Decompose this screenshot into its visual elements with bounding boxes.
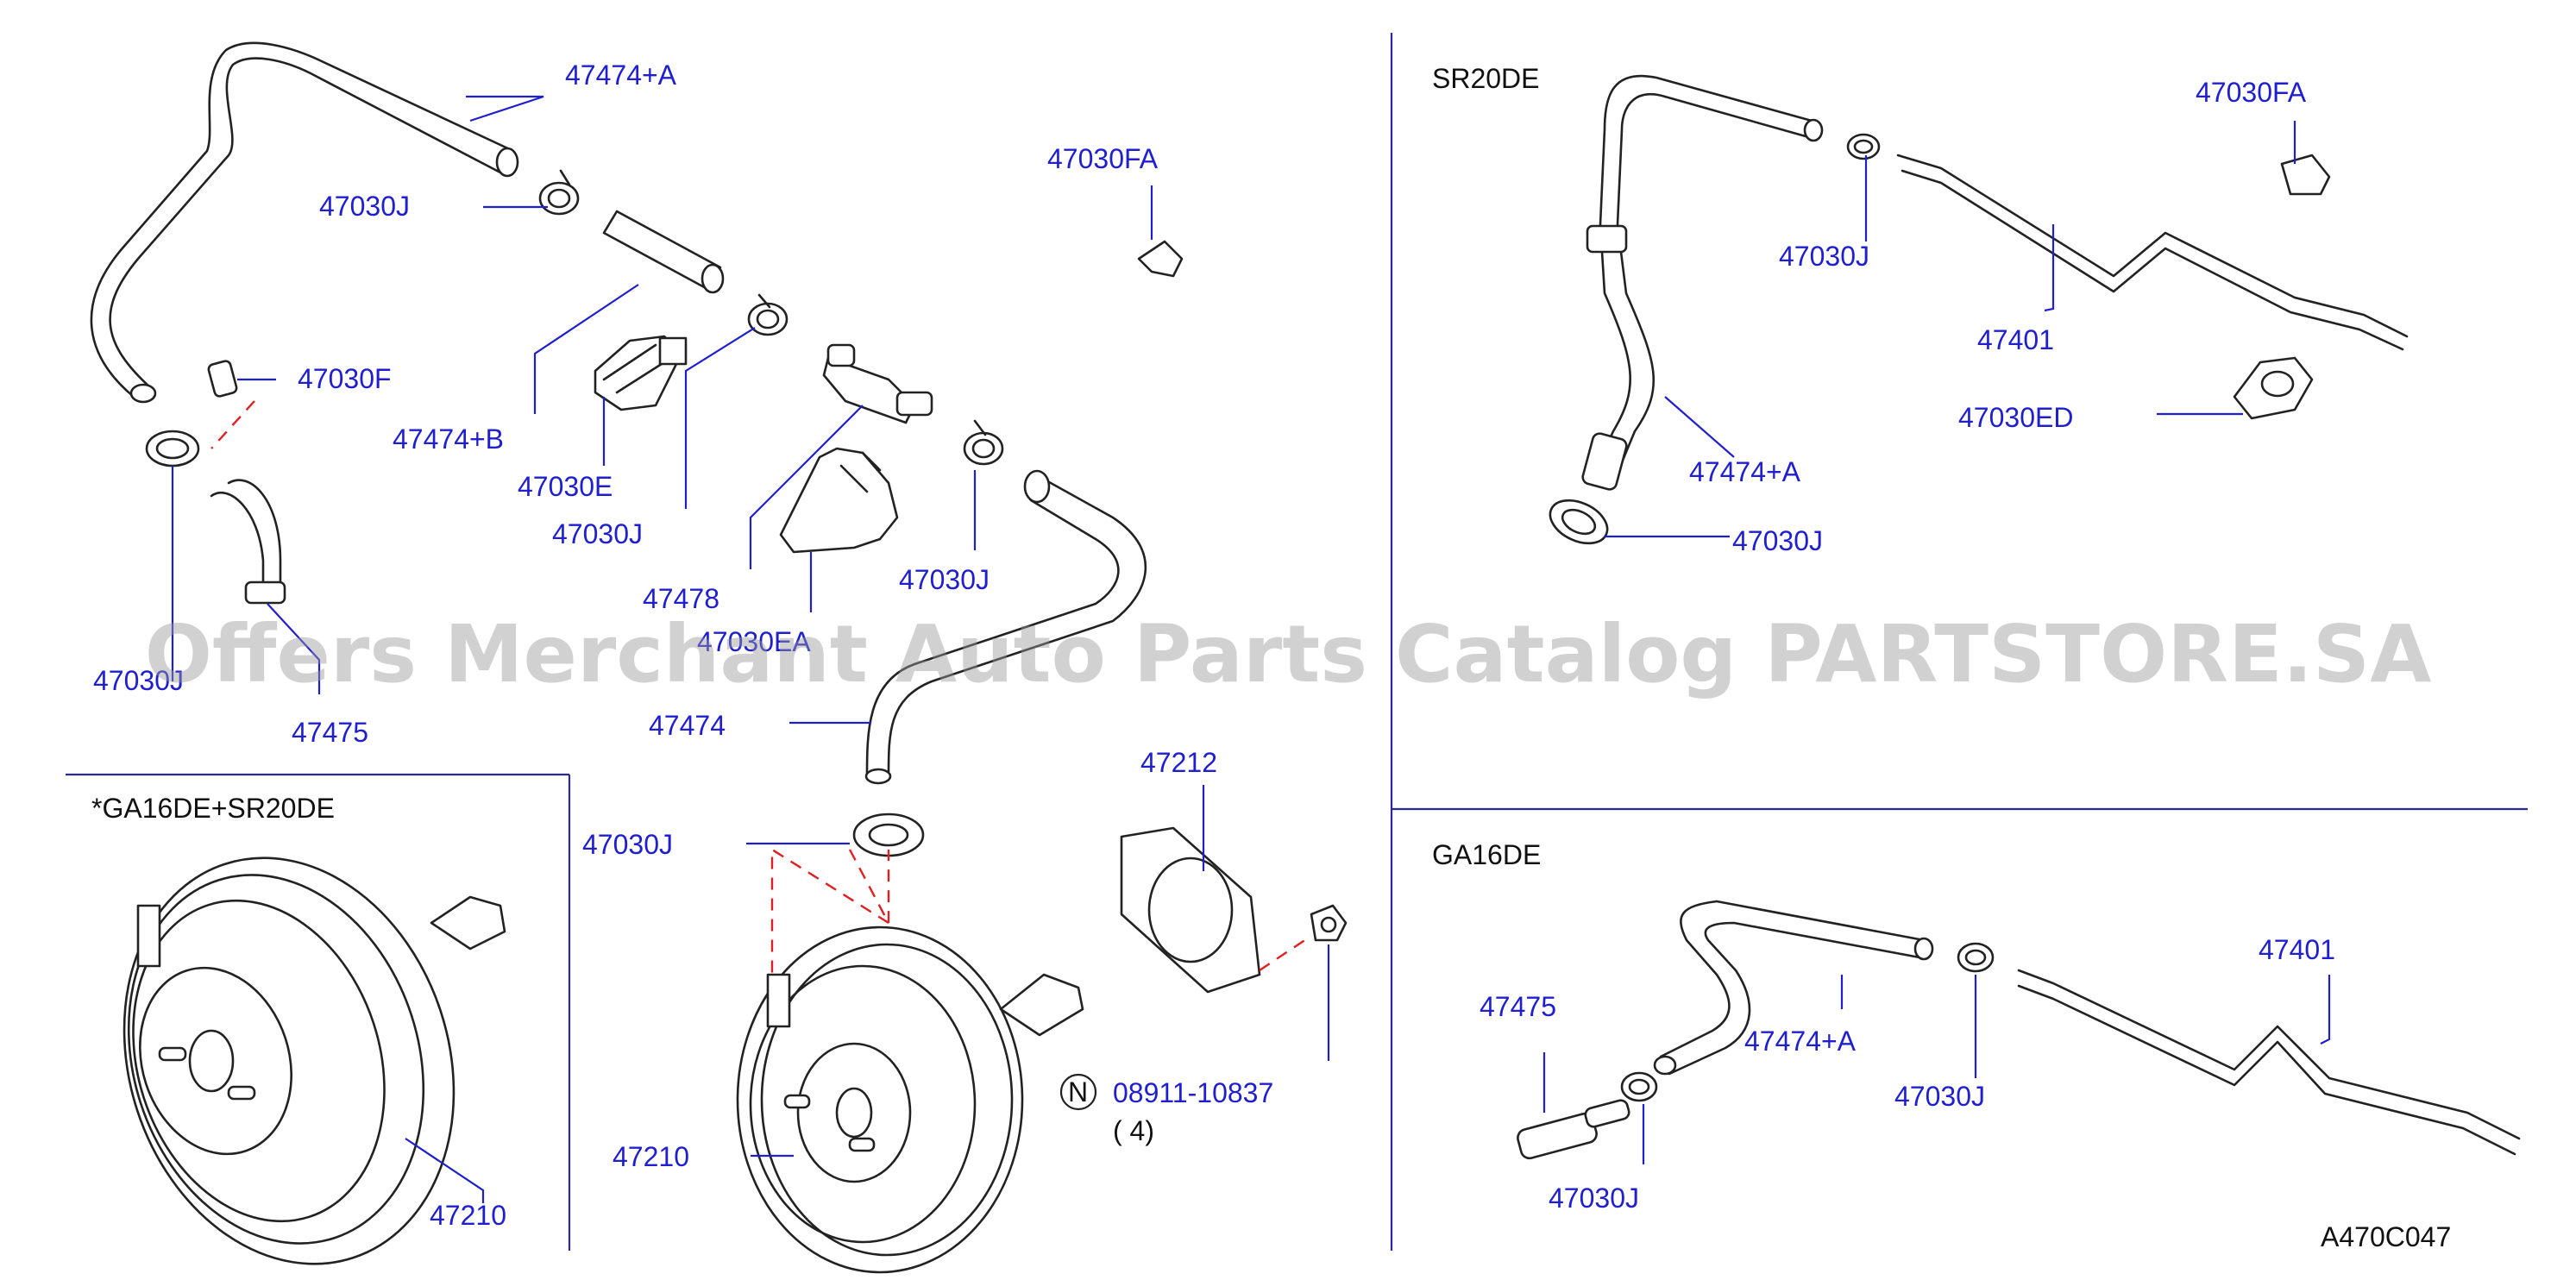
connector-tube-47474-b xyxy=(602,210,725,294)
label-08911-10837[interactable]: 08911-10837 xyxy=(1113,1077,1273,1108)
leaders-left-bottom xyxy=(405,1138,485,1203)
label-47030j[interactable]: 47030J xyxy=(1779,241,1869,272)
nut-08911-10837 xyxy=(1310,904,1348,942)
elbow-47475 xyxy=(210,479,286,605)
label-47210[interactable]: 47210 xyxy=(430,1200,506,1231)
leaders-sr20de xyxy=(1605,121,2296,538)
section-titles: SR20DE GA16DE *GA16DE+SR20DE xyxy=(91,63,1541,870)
valve-47478 xyxy=(822,343,933,424)
bracket-47030ea xyxy=(779,447,899,554)
leaders-mid-bottom xyxy=(746,785,1330,1158)
label-47474-b[interactable]: 47474+B xyxy=(393,424,504,455)
label-47030ed[interactable]: 47030ED xyxy=(1958,402,2073,433)
note-symbol-circle xyxy=(1059,1073,1097,1111)
clamp-47030j-sr-bottom xyxy=(1549,499,1609,545)
label-47478[interactable]: 47478 xyxy=(643,583,719,614)
label-47475[interactable]: 47475 xyxy=(1480,991,1556,1022)
grommet-47030fa xyxy=(1137,240,1184,278)
label-47474-a[interactable]: 47474+A xyxy=(565,60,677,91)
fitting-47475-ga xyxy=(1517,1099,1630,1160)
hose-47474-a-sr20de xyxy=(1581,74,1824,491)
section-title-sr20de: SR20DE xyxy=(1432,63,1540,94)
label-47474[interactable]: 47474 xyxy=(649,710,726,741)
label-47030j[interactable]: 47030J xyxy=(1894,1081,1985,1112)
clamp-47030j-top xyxy=(538,169,580,216)
hose-47474 xyxy=(864,469,1147,785)
diagram-code: A470C047 xyxy=(2321,1221,2451,1252)
bracket-47030e xyxy=(594,335,688,411)
hose-47474-a-ga16de xyxy=(1653,900,1934,1076)
label-47030j[interactable]: 47030J xyxy=(1549,1183,1639,1214)
clamp-47030j-right xyxy=(963,419,1004,466)
label-47030e[interactable]: 47030E xyxy=(518,471,613,502)
tube-47401-sr20de xyxy=(1896,154,2409,351)
section-dividers xyxy=(66,33,2528,1251)
clamp-47030j-ga-top xyxy=(1957,942,1995,973)
label-47210[interactable]: 47210 xyxy=(613,1141,689,1172)
part-labels: 47474+A 47030J 47030F 47474+B 47030E 470… xyxy=(93,60,2335,1231)
hose-47474-a-left xyxy=(90,41,519,404)
label-47212[interactable]: 47212 xyxy=(1140,747,1217,778)
label-47401[interactable]: 47401 xyxy=(1977,324,2054,355)
label-47401[interactable]: 47401 xyxy=(2259,934,2335,965)
booster-47210-mid xyxy=(736,925,1084,1274)
label-47474-a[interactable]: 47474+A xyxy=(1689,456,1801,487)
leaders-left-top xyxy=(171,95,1153,725)
label-47030f[interactable]: 47030F xyxy=(298,363,392,394)
label-47030fa[interactable]: 47030FA xyxy=(1047,143,1159,174)
label-47030ea[interactable]: 47030EA xyxy=(697,626,811,657)
clamp-47030j-left xyxy=(145,430,200,467)
clamp-47030j-ga-bottom xyxy=(1620,1071,1658,1102)
booster-47210-left xyxy=(123,856,506,1265)
label-47030j[interactable]: 47030J xyxy=(899,564,990,595)
section-title-ga16de-sr20de: *GA16DE+SR20DE xyxy=(91,793,335,824)
label-47030j[interactable]: 47030J xyxy=(1732,525,1823,556)
grommet-47030fa-sr xyxy=(2280,154,2331,196)
fitting-47030f xyxy=(207,360,238,398)
clamp-47030j-mid xyxy=(747,293,789,336)
gasket-47212 xyxy=(1120,826,1261,994)
clamp-47030j-bottom xyxy=(852,813,925,857)
clamp-47030j-sr-top xyxy=(1846,133,1881,160)
tube-47401-ga16de xyxy=(2017,969,2521,1156)
section-title-ga16de: GA16DE xyxy=(1432,839,1541,870)
label-47030j[interactable]: 47030J xyxy=(552,518,643,549)
label-47030j[interactable]: 47030J xyxy=(582,829,673,860)
label-47474-a[interactable]: 47474+A xyxy=(1744,1026,1857,1057)
label-47030j[interactable]: 47030J xyxy=(93,665,184,696)
label-47475[interactable]: 47475 xyxy=(292,717,368,748)
label-47030fa[interactable]: 47030FA xyxy=(2196,77,2307,108)
label-47030j[interactable]: 47030J xyxy=(319,191,410,222)
watermark: Offers Merchant Auto Parts Catalog PARTS… xyxy=(145,608,2432,700)
leaders-ga16de xyxy=(1542,975,2331,1164)
note-symbol-n: N xyxy=(1068,1076,1088,1107)
clip-47030ed xyxy=(2233,356,2314,420)
label-quantity: ( 4) xyxy=(1113,1115,1154,1146)
